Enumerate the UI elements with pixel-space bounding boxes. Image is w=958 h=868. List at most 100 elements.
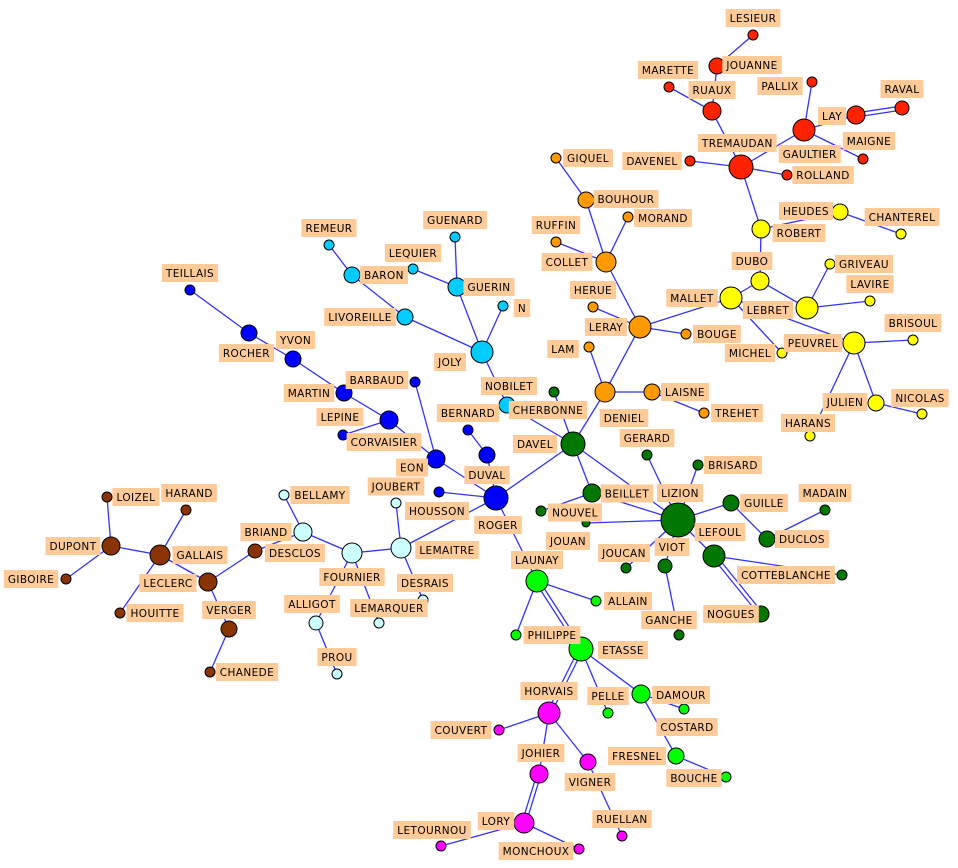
node-madain[interactable]	[819, 504, 831, 516]
node-barbaud[interactable]	[409, 376, 421, 388]
node-baron[interactable]	[343, 266, 361, 284]
node-corvaisier[interactable]	[379, 410, 399, 430]
node-guerin[interactable]	[447, 277, 467, 297]
node-peuvrel[interactable]	[842, 331, 866, 355]
node-ganche[interactable]	[673, 629, 685, 641]
node-bernard[interactable]	[462, 424, 474, 436]
node-bouche[interactable]	[720, 771, 732, 783]
node-giboire[interactable]	[60, 573, 72, 585]
node-leclerc[interactable]	[198, 572, 218, 592]
node-guille[interactable]	[722, 494, 740, 512]
node-gerard[interactable]	[641, 449, 653, 461]
node-launay[interactable]	[525, 569, 549, 593]
node-damour[interactable]	[631, 684, 651, 704]
node-brisoul[interactable]	[907, 334, 919, 346]
node-laisne[interactable]	[643, 383, 661, 401]
node-costard[interactable]	[678, 703, 690, 715]
node-leray[interactable]	[628, 315, 652, 339]
node-n[interactable]	[497, 300, 509, 312]
node-cotteblanche[interactable]	[836, 569, 848, 581]
node-bellamy[interactable]	[278, 489, 290, 501]
node-livoreille[interactable]	[396, 308, 414, 326]
node-ruellan[interactable]	[616, 830, 628, 842]
node-prou[interactable]	[331, 668, 343, 680]
node-collet[interactable]	[595, 251, 617, 273]
node-giquel[interactable]	[550, 152, 562, 164]
node-robert[interactable]	[751, 219, 771, 239]
node-gaultier[interactable]	[792, 118, 816, 142]
node-yvon[interactable]	[284, 350, 302, 368]
node-marette[interactable]	[663, 81, 675, 93]
node-maigne[interactable]	[857, 153, 869, 165]
node-nicolas[interactable]	[916, 408, 928, 420]
node-morand[interactable]	[622, 211, 634, 223]
node-lavire[interactable]	[864, 295, 876, 307]
node-mallet[interactable]	[719, 286, 743, 310]
node-joly[interactable]	[470, 340, 494, 364]
node-julien[interactable]	[867, 394, 885, 412]
node-bouhour[interactable]	[577, 191, 595, 209]
node-desclos[interactable]	[247, 543, 263, 559]
node-raval[interactable]	[894, 100, 910, 116]
node-lemarquer[interactable]	[373, 617, 385, 629]
node-cherbonne[interactable]	[548, 386, 560, 398]
node-chanterel[interactable]	[895, 228, 907, 240]
node-griveau[interactable]	[824, 258, 836, 270]
node-joucan[interactable]	[620, 562, 632, 574]
node-lequier[interactable]	[407, 263, 419, 275]
node-duclos[interactable]	[758, 530, 776, 548]
node-nouvel[interactable]	[535, 505, 547, 517]
node-alligot[interactable]	[308, 615, 324, 631]
node-ruffin[interactable]	[550, 236, 562, 248]
node-rolland[interactable]	[781, 169, 793, 181]
node-rocher[interactable]	[240, 324, 258, 342]
node-dubo[interactable]	[750, 271, 770, 291]
node-harand[interactable]	[180, 504, 192, 516]
node-fournier[interactable]	[341, 542, 363, 564]
node-fresnel[interactable]	[667, 747, 685, 765]
node-lay[interactable]	[846, 105, 866, 125]
node-eon[interactable]	[426, 449, 446, 469]
node-lory[interactable]	[513, 812, 535, 834]
node-pelle[interactable]	[602, 707, 614, 719]
node-brisard[interactable]	[692, 459, 704, 471]
node-horvais[interactable]	[537, 701, 561, 725]
node-couvert[interactable]	[493, 724, 505, 736]
node-herue[interactable]	[587, 301, 599, 313]
node-bouge[interactable]	[680, 328, 692, 340]
node-guenard[interactable]	[449, 231, 461, 243]
node-deniel[interactable]	[594, 381, 616, 403]
node-harans[interactable]	[804, 430, 816, 442]
node-chanede[interactable]	[204, 666, 216, 678]
node-davenel[interactable]	[684, 155, 696, 167]
node-lefoul[interactable]	[702, 544, 726, 568]
node-vigner[interactable]	[579, 753, 597, 771]
node-letournou[interactable]	[435, 840, 447, 852]
node-lam[interactable]	[583, 341, 595, 353]
node-tremaudan[interactable]	[728, 154, 754, 180]
node-duval[interactable]	[478, 446, 496, 464]
node-beillet[interactable]	[582, 483, 602, 503]
node-housson[interactable]	[433, 486, 445, 498]
node-lemaitre[interactable]	[390, 537, 412, 559]
node-davel[interactable]	[560, 431, 586, 457]
node-houitte[interactable]	[114, 607, 126, 619]
node-loizel[interactable]	[101, 491, 113, 503]
node-remeur[interactable]	[323, 239, 335, 251]
node-lepine[interactable]	[337, 429, 349, 441]
node-lesieur[interactable]	[747, 29, 759, 41]
node-ruaux[interactable]	[702, 101, 722, 121]
node-heudes[interactable]	[831, 203, 849, 221]
node-allain[interactable]	[590, 595, 602, 607]
node-joubert[interactable]	[390, 497, 402, 509]
node-gallais[interactable]	[149, 544, 171, 566]
node-trehet[interactable]	[698, 407, 710, 419]
node-dupont[interactable]	[101, 536, 121, 556]
node-teillais[interactable]	[184, 284, 196, 296]
node-lebret[interactable]	[795, 296, 819, 320]
node-philippe[interactable]	[510, 629, 522, 641]
node-roger[interactable]	[483, 485, 509, 511]
node-johier[interactable]	[529, 764, 549, 784]
node-lizion[interactable]	[660, 502, 696, 538]
node-monchoux[interactable]	[573, 843, 585, 855]
